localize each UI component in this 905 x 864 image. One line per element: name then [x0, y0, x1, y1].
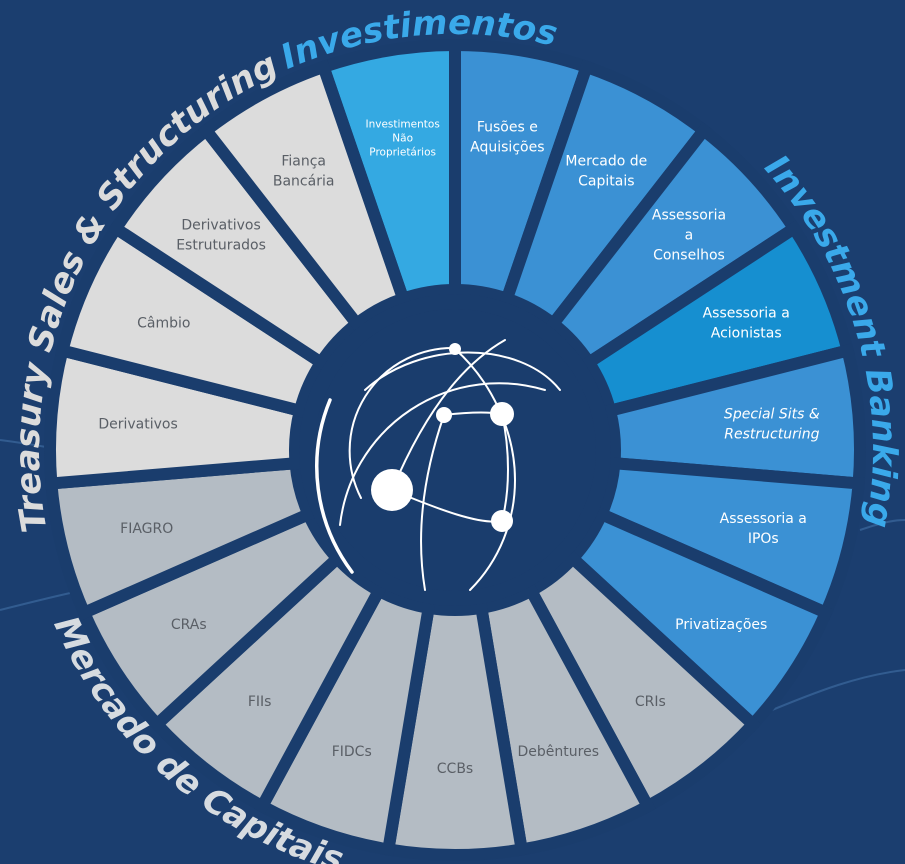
- segment-label: Mercado de Capitais: [565, 153, 647, 189]
- segment-label-line: Restructuring: [724, 427, 819, 443]
- segment-label-line: Debêntures: [518, 744, 599, 760]
- segment-label: CCBs: [437, 761, 473, 777]
- segment-label-line: a: [685, 228, 694, 244]
- segment-label-line: Estruturados: [176, 238, 266, 254]
- segment-6: Special Sits & Restructuring: [602, 343, 866, 490]
- segment-label-line: Mercado de: [565, 153, 647, 169]
- segment-label-line: CRIs: [635, 694, 666, 710]
- segment-label: Derivativos: [98, 417, 177, 433]
- segment-label-line: Não: [392, 132, 413, 144]
- hub-circle: [314, 309, 596, 591]
- segment-label-line: CRAs: [171, 617, 207, 633]
- segment-label-line: Assessoria a: [703, 305, 790, 321]
- segment-label: Câmbio: [137, 315, 190, 331]
- segment-label: CRAs: [171, 617, 207, 633]
- segment-label-line: Aquisições: [470, 139, 544, 155]
- network-globe-icon: [315, 339, 561, 591]
- segment-label: Debêntures: [518, 744, 599, 760]
- segment-label-line: Conselhos: [653, 248, 725, 264]
- segment-label-line: Investimentos: [366, 118, 440, 130]
- segment-label-line: FIIs: [248, 694, 272, 710]
- segment-label: Special Sits & Restructuring: [724, 407, 820, 443]
- segment-label: Privatizações: [675, 617, 767, 633]
- hub: [314, 309, 596, 591]
- segment-label-line: Acionistas: [711, 325, 782, 341]
- segment-label-line: CCBs: [437, 761, 473, 777]
- segment-label-line: Assessoria: [652, 208, 726, 224]
- segment-label: Fusões e Aquisições: [470, 119, 544, 155]
- segment-label: Assessoria a IPOs: [720, 511, 807, 547]
- segment-label-line: Derivativos: [181, 218, 260, 234]
- segment-label-line: Assessoria a: [720, 511, 807, 527]
- segment-label-line: Capitais: [578, 173, 634, 189]
- segment-label-line: FIAGRO: [120, 521, 173, 537]
- segment-label-line: IPOs: [748, 531, 779, 547]
- segment-label-line: FIDCs: [332, 744, 372, 760]
- segment-label: FIIs: [248, 694, 272, 710]
- segment-label: Assessoria a Acionistas: [703, 305, 790, 341]
- segment-label-line: Privatizações: [675, 617, 767, 633]
- segment-label-line: Proprietários: [369, 146, 436, 158]
- segment-label: CRIs: [635, 694, 666, 710]
- segment-shape: [197, 59, 411, 333]
- segment-label-line: Special Sits &: [724, 407, 820, 423]
- segment-label-line: Fiança: [281, 153, 326, 169]
- segment-label-line: Bancária: [273, 173, 335, 189]
- segment-label-line: Câmbio: [137, 315, 190, 331]
- segment-label-line: Derivativos: [98, 417, 177, 433]
- segment-label-line: Fusões e: [477, 119, 538, 135]
- segment-label: FIDCs: [332, 744, 372, 760]
- segment-label: FIAGRO: [120, 521, 173, 537]
